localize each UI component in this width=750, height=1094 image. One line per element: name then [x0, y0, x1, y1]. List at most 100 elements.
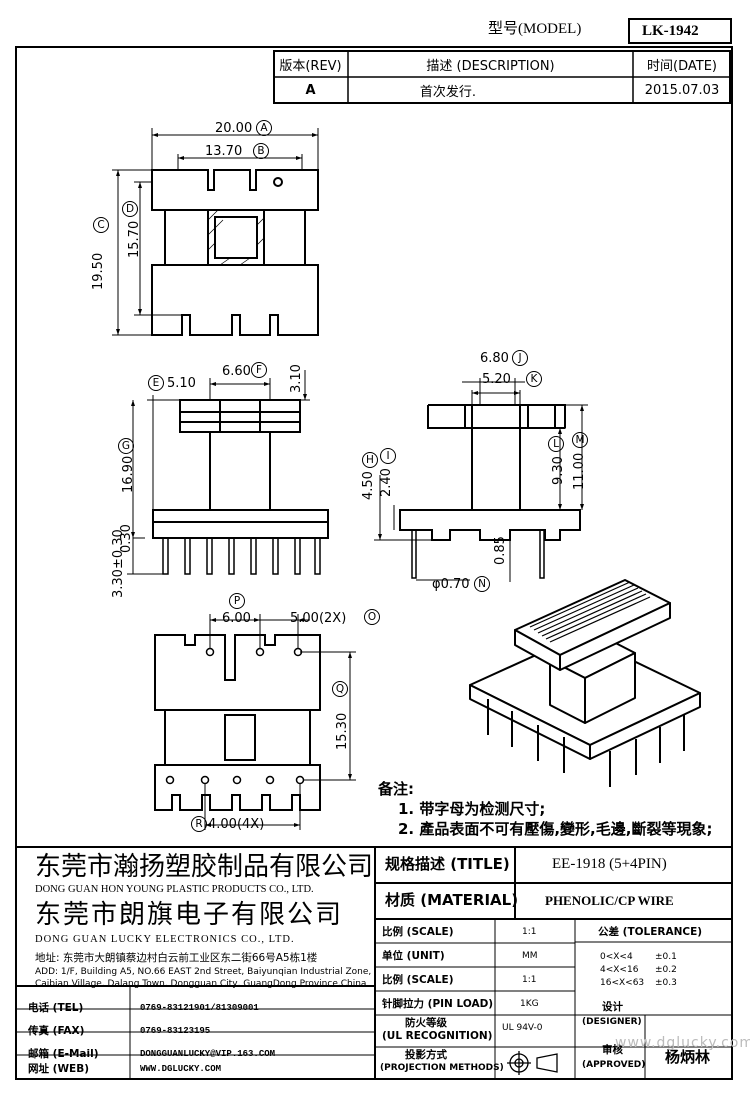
- title-block-grid: [15, 846, 733, 1080]
- side-view: [374, 378, 588, 582]
- date-header: 时间(DATE): [647, 59, 717, 74]
- rev-header: 版本(REV): [279, 59, 342, 74]
- company-address-cn: 地址: 东莞市大朗镇蔡边村白云前工业区东二街66号A5栋1楼: [35, 952, 318, 964]
- model-value: LK-1942: [642, 23, 699, 39]
- marker-h: H: [362, 452, 378, 468]
- unit-label: 单位 (UNIT): [382, 950, 445, 962]
- notes-line-2: 2. 產品表面不可有壓傷,變形,毛邊,斷裂等現象;: [398, 820, 713, 838]
- scale-label: 比例 (SCALE): [382, 926, 454, 938]
- marker-l: L: [548, 436, 564, 452]
- marker-f: F: [251, 362, 267, 378]
- spec-material-label: 材质 (MATERIAL): [385, 891, 519, 909]
- approver-name: 杨炳林: [665, 1048, 711, 1066]
- marker-r: R: [191, 816, 207, 832]
- tel-value: 0769-83121901/81309001: [140, 1003, 259, 1013]
- isometric-view: [469, 579, 701, 787]
- marker-a: A: [256, 120, 272, 136]
- dim-g-value: 16.90: [121, 455, 136, 493]
- marker-q: Q: [332, 681, 348, 697]
- ul-label-1: 防火等级: [405, 1017, 447, 1029]
- dim-n-value: φ0.70: [432, 577, 470, 592]
- dim-h-value: 3.30±0.30: [111, 529, 126, 598]
- dim-f-value: 6.60: [222, 364, 251, 379]
- dim-l-value: 9.30: [551, 456, 566, 485]
- spec-material-value: PHENOLIC/CP WIRE: [545, 893, 674, 908]
- fax-label: 传真 (FAX): [28, 1025, 85, 1037]
- web-value: WWW.DGLUCKY.COM: [140, 1064, 222, 1074]
- model-box: LK-1942: [628, 18, 732, 44]
- company-name-en-1: DONG GUAN HON YOUNG PLASTIC PRODUCTS CO.…: [35, 884, 314, 895]
- marker-e: E: [148, 375, 164, 391]
- approved-label-2: (APPROVED): [582, 1060, 646, 1070]
- dim-p-value: 6.00: [222, 611, 251, 626]
- dim-o-value: 5.00(2X): [290, 611, 347, 626]
- dim-d-value: 15.70: [127, 220, 142, 258]
- model-label: 型号(MODEL): [488, 21, 582, 37]
- company-address-en-1: ADD: 1/F, Building A5, NO.66 EAST 2nd St…: [35, 967, 372, 977]
- tol2-range: 4<X<16: [600, 965, 639, 975]
- revision-table: 版本(REV) 描述 (DESCRIPTION) 时间(DATE) A 首次发行…: [273, 50, 731, 104]
- dim-e-value: 5.10: [167, 376, 196, 391]
- front-view: [127, 370, 329, 575]
- marker-o: O: [364, 609, 380, 625]
- email-label: 邮箱 (E-Mail): [28, 1048, 99, 1060]
- spec-title-label: 规格描述 (TITLE): [385, 855, 510, 873]
- marker-k: K: [526, 371, 542, 387]
- top-view: [112, 128, 319, 336]
- unit-value: MM: [522, 951, 538, 961]
- ul-label-2: (UL RECOGNITION): [382, 1030, 493, 1042]
- tel-label: 电话 (TEL): [28, 1002, 84, 1014]
- tol3-range: 16<X<63: [600, 978, 645, 988]
- dim-c-value: 19.50: [91, 252, 106, 290]
- tolerance-label: 公差 (TOLERANCE): [598, 926, 703, 938]
- dim-q-value: 15.30: [335, 712, 350, 750]
- revision-table-grid: [273, 50, 731, 104]
- tol1-value: ±0.1: [655, 952, 677, 962]
- proj-label-2: (PROJECTION METHODS): [380, 1063, 504, 1073]
- email-value: DONGGUANLUCKY@VIP.163.COM: [140, 1049, 276, 1059]
- approved-label-1: 审核: [602, 1044, 623, 1056]
- scale2-label: 比例 (SCALE): [382, 974, 454, 986]
- date-value: 2015.07.03: [644, 83, 720, 98]
- tol1-range: 0<X<4: [600, 952, 633, 962]
- ul-value: UL 94V-0: [502, 1023, 543, 1033]
- projection-symbol-icon: [507, 1051, 558, 1075]
- company-name-en-2: DONG GUAN LUCKY ELECTRONICS CO., LTD.: [35, 934, 295, 945]
- tol3-value: ±0.3: [655, 978, 677, 988]
- spec-title-value: EE-1918 (5+4PIN): [552, 856, 667, 872]
- designer-label-2: (DESIGNER): [582, 1017, 642, 1027]
- marker-j: J: [512, 350, 528, 366]
- dim-m2-value: 0.85: [493, 536, 508, 565]
- dim-k-value: 5.20: [482, 372, 511, 387]
- pinload-label: 针脚拉力 (PIN LOAD): [382, 998, 494, 1010]
- fax-value: 0769-83123195: [140, 1026, 211, 1036]
- dim-i-value: 2.40: [379, 468, 394, 497]
- watermark: www.dglucky.com: [615, 1035, 750, 1051]
- dim-j-value: 6.80: [480, 351, 509, 366]
- rev-value: A: [305, 83, 316, 98]
- web-label: 网址 (WEB): [28, 1063, 90, 1075]
- company-name-cn-2: 东莞市朗旗电子有限公司: [35, 900, 344, 930]
- designer-label-1: 设计: [602, 1001, 623, 1013]
- marker-m: M: [572, 432, 588, 448]
- notes-line-1: 1. 带字母为检测尺寸;: [398, 800, 546, 818]
- company-address-en-2: Caibian Village, Dalang Town, Dongguan C…: [35, 979, 367, 989]
- dim-a-value: 20.00: [215, 121, 253, 136]
- desc-value: 首次发行.: [419, 85, 477, 100]
- dim-b-value: 13.70: [205, 144, 243, 159]
- notes-title: 备注:: [378, 780, 414, 798]
- proj-label-1: 投影方式: [405, 1049, 447, 1061]
- marker-p: P: [229, 593, 245, 609]
- dim-r-value: 4.00(4X): [208, 817, 265, 832]
- marker-i: I: [380, 448, 396, 464]
- scale-value: 1:1: [522, 927, 537, 937]
- dim-h2-value: 4.50: [361, 471, 376, 500]
- dim-f2-value: 3.10: [289, 364, 304, 393]
- marker-g: G: [118, 438, 134, 454]
- marker-c: C: [93, 217, 109, 233]
- marker-n: N: [474, 576, 490, 592]
- scale2-value: 1:1: [522, 975, 537, 985]
- marker-b: B: [253, 143, 269, 159]
- tol2-value: ±0.2: [655, 965, 677, 975]
- pinload-value: 1KG: [520, 999, 539, 1009]
